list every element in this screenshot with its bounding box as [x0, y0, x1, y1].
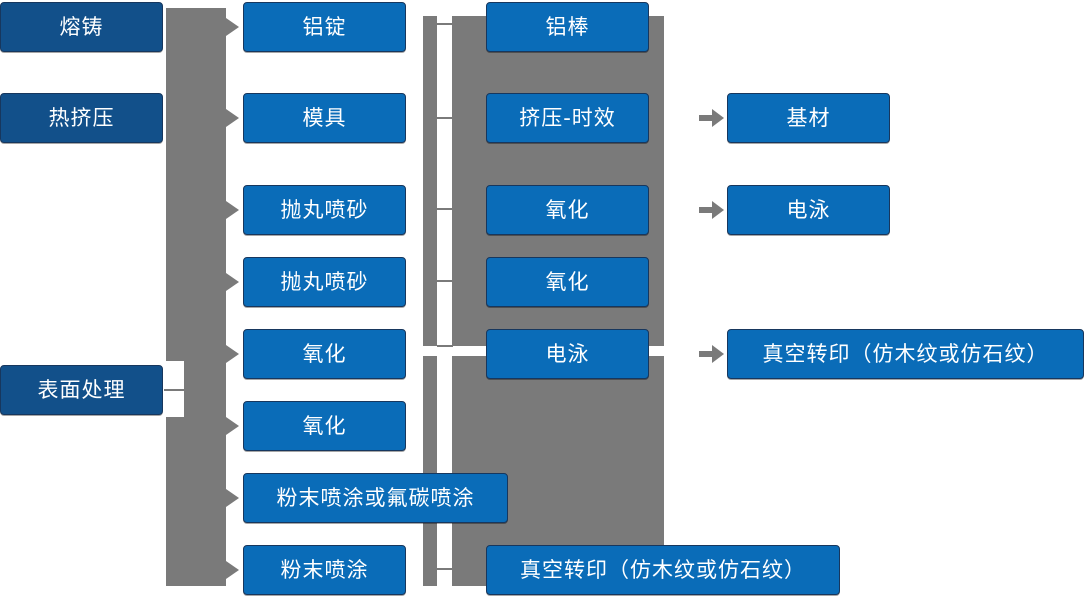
bridge-tick-6 — [437, 568, 453, 570]
node-box-oxidation-4[interactable]: 氧化 — [486, 257, 649, 307]
node-box-oxidation-1[interactable]: 氧化 — [243, 329, 406, 379]
arrow-tab-7 — [226, 489, 239, 507]
bridge-tick-4 — [437, 280, 453, 282]
bridge-tick-5 — [437, 345, 453, 347]
connector-block-left — [166, 8, 226, 586]
node-box-shot-blasting-1[interactable]: 抛丸喷砂 — [243, 185, 406, 235]
connector-rail-left — [423, 16, 437, 346]
node-box-shot-blasting-2[interactable]: 抛丸喷砂 — [243, 257, 406, 307]
stage-box-melt-cast[interactable]: 熔铸 — [0, 2, 163, 52]
node-box-oxidation-3[interactable]: 氧化 — [486, 185, 649, 235]
arrow-tab-4 — [226, 273, 239, 291]
bridge-tick-1 — [437, 23, 453, 25]
node-box-powder-or-pvdf-spray[interactable]: 粉末喷涂或氟碳喷涂 — [243, 473, 508, 523]
arrow-tab-3 — [226, 201, 239, 219]
arrow-tab-6 — [226, 417, 239, 435]
node-box-vacuum-transfer-1[interactable]: 真空转印（仿木纹或仿石纹） — [486, 545, 840, 595]
node-box-powder-spray[interactable]: 粉末喷涂 — [243, 545, 406, 595]
arrow-tab-1 — [226, 18, 239, 36]
node-box-vacuum-transfer-2[interactable]: 真空转印（仿木纹或仿石纹） — [727, 329, 1084, 379]
node-box-mold[interactable]: 模具 — [243, 93, 406, 143]
node-box-oxidation-2[interactable]: 氧化 — [243, 401, 406, 451]
node-box-aluminum-bar[interactable]: 铝棒 — [486, 2, 649, 52]
arrow-tab-8 — [226, 561, 239, 579]
bridge-tick-2 — [437, 117, 453, 119]
arrow-tab-2 — [226, 109, 239, 127]
arrow-tab-5 — [226, 345, 239, 363]
stage-box-hot-extrusion[interactable]: 热挤压 — [0, 93, 163, 143]
node-box-electrophoresis-2[interactable]: 电泳 — [727, 185, 890, 235]
node-box-base-material[interactable]: 基材 — [727, 93, 890, 143]
node-box-extrusion-aging[interactable]: 挤压-时效 — [486, 93, 649, 143]
bridge-tick-3 — [437, 208, 453, 210]
connector-rail-left-lower — [423, 356, 437, 586]
stage-box-surface-treatment[interactable]: 表面处理 — [0, 365, 163, 415]
node-box-electrophoresis-1[interactable]: 电泳 — [486, 329, 649, 379]
connector-line-surface-treatment — [164, 389, 188, 391]
node-box-aluminum-ingot[interactable]: 铝锭 — [243, 2, 406, 52]
